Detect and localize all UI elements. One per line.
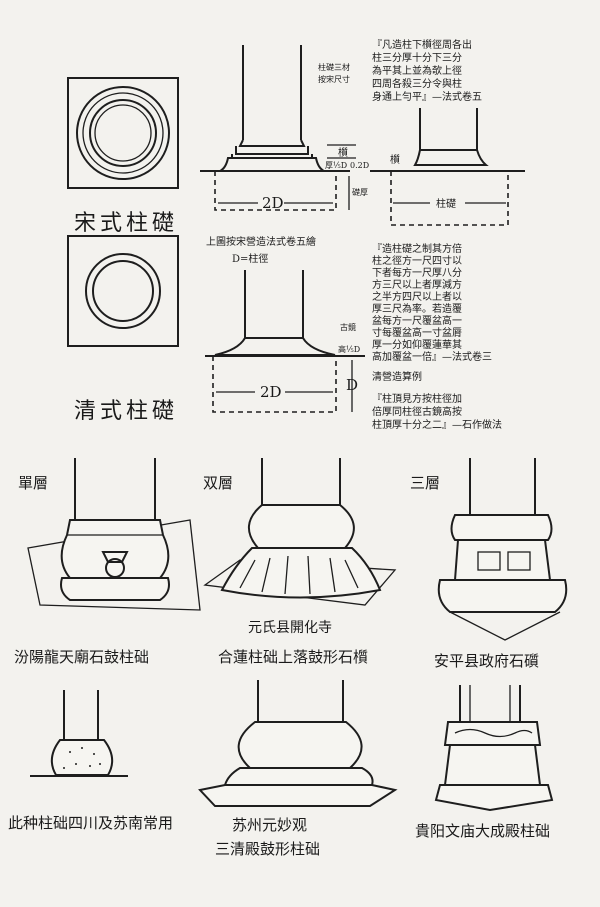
example-base-guiyang [434,685,554,812]
qing-elevation [205,270,365,413]
svg-text:寸每覆盆高一寸盆脣: 寸每覆盆高一寸盆脣 [372,326,462,339]
song-quote: 『凡造柱下櫍徑周各出 柱三分厚十分下三分 為平其上並為欹上徑 四周各殺三分令與柱… [372,38,482,103]
example-5-caption-1: 苏州元妙观 [232,816,307,834]
example-triple-base-anping [437,458,568,641]
song-side-note-2: 按宋尺寸 [318,74,350,84]
svg-text:倍厚同柱徑古鏡高按: 倍厚同柱徑古鏡高按 [372,405,462,418]
svg-text:四周各殺三分令與柱: 四周各殺三分令與柱 [372,77,462,90]
song-label-offset: 0.2D [350,161,369,170]
song-side-note-1: 柱礎三材 [318,62,350,72]
qing-quote: 『造柱礎之制其方倍 柱之徑方一尺四寸以 下者每方一尺厚八分 方三尺以上者厚減方 … [372,242,502,431]
svg-text:柱頂厚十分之二』—石作做法: 柱頂厚十分之二』—石作做法 [372,418,502,431]
svg-text:為平其上並為欹上徑: 為平其上並為欹上徑 [372,64,462,77]
svg-text:之半方四尺以上者以: 之半方四尺以上者以 [372,290,462,303]
song-label-zhi: 櫍 [338,146,348,159]
qing-title: 清式柱礎 [74,399,178,424]
legend-d: D=柱徑 [232,252,268,265]
svg-text:『造柱礎之制其方倍: 『造柱礎之制其方倍 [372,242,462,255]
svg-text:柱三分厚十分下三分: 柱三分厚十分下三分 [372,51,462,64]
svg-text:高加覆盆一倍』—法式卷三: 高加覆盆一倍』—法式卷三 [372,350,492,363]
song-elevation [200,45,356,211]
example-5-caption-2: 三清殿鼓形柱础 [215,840,320,858]
song-detail-plinth: 柱礎 [436,197,456,210]
svg-text:柱之徑方一尺四寸以: 柱之徑方一尺四寸以 [372,254,462,267]
example-drum-base-fenyang [27,458,201,611]
song-label-base-depth: 礎厚 [352,187,368,197]
qing-rule-title: 清營造算例 [372,370,422,383]
qing-dim-2d: 2D [260,383,282,401]
example-drum-base-suzhou [198,680,398,807]
example-3-caption: 安平县政府石礩 [434,652,539,670]
svg-text:盆每方一尺覆盆高一: 盆每方一尺覆盆高一 [372,314,462,327]
song-dim-2d: 2D [262,194,284,212]
svg-text:『凡造柱下櫍徑周各出: 『凡造柱下櫍徑周各出 [372,38,472,51]
song-label-thickness: 厚⅕D [325,161,347,170]
qing-plan-view [67,235,179,347]
song-plan-view [67,77,179,189]
example-lotus-drum-base-kaihua [203,458,397,606]
type-single-label: 單層 [18,474,48,492]
qing-label-d: D [346,376,358,394]
example-4-caption: 此种柱础四川及苏南常用 [8,814,173,832]
song-title: 宋式柱礎 [74,211,178,236]
type-triple-label: 三層 [410,474,440,492]
song-detail-zhi: 櫍 [390,153,400,166]
svg-text:身通上勻平』—法式卷五: 身通上勻平』—法式卷五 [372,90,482,103]
song-caption: 上圖按宋營造法式卷五繪 [206,235,316,248]
svg-text:『柱頂見方按柱徑加: 『柱頂見方按柱徑加 [372,392,462,405]
example-small-drum-base [30,690,128,777]
qing-label-mirror: 古鏡 [340,322,356,332]
example-2-caption-2: 合蓮柱础上落鼓形石櫍 [218,648,368,666]
qing-label-height: 高⅕D [338,344,360,354]
song-detail-elevation [370,108,525,226]
example-6-caption: 貴阳文庙大成殿柱础 [415,822,550,840]
type-double-label: 双層 [203,474,233,492]
svg-text:下者每方一尺厚八分: 下者每方一尺厚八分 [372,266,462,279]
example-1-caption: 汾陽龍天廟石鼓柱础 [14,648,149,666]
svg-text:厚三尺為率。若造覆: 厚三尺為率。若造覆 [372,302,462,315]
svg-text:方三尺以上者厚減方: 方三尺以上者厚減方 [372,278,462,291]
svg-text:厚一分如仰覆蓮華其: 厚一分如仰覆蓮華其 [372,338,462,351]
example-2-caption-1: 元氏县開化寺 [248,620,332,636]
